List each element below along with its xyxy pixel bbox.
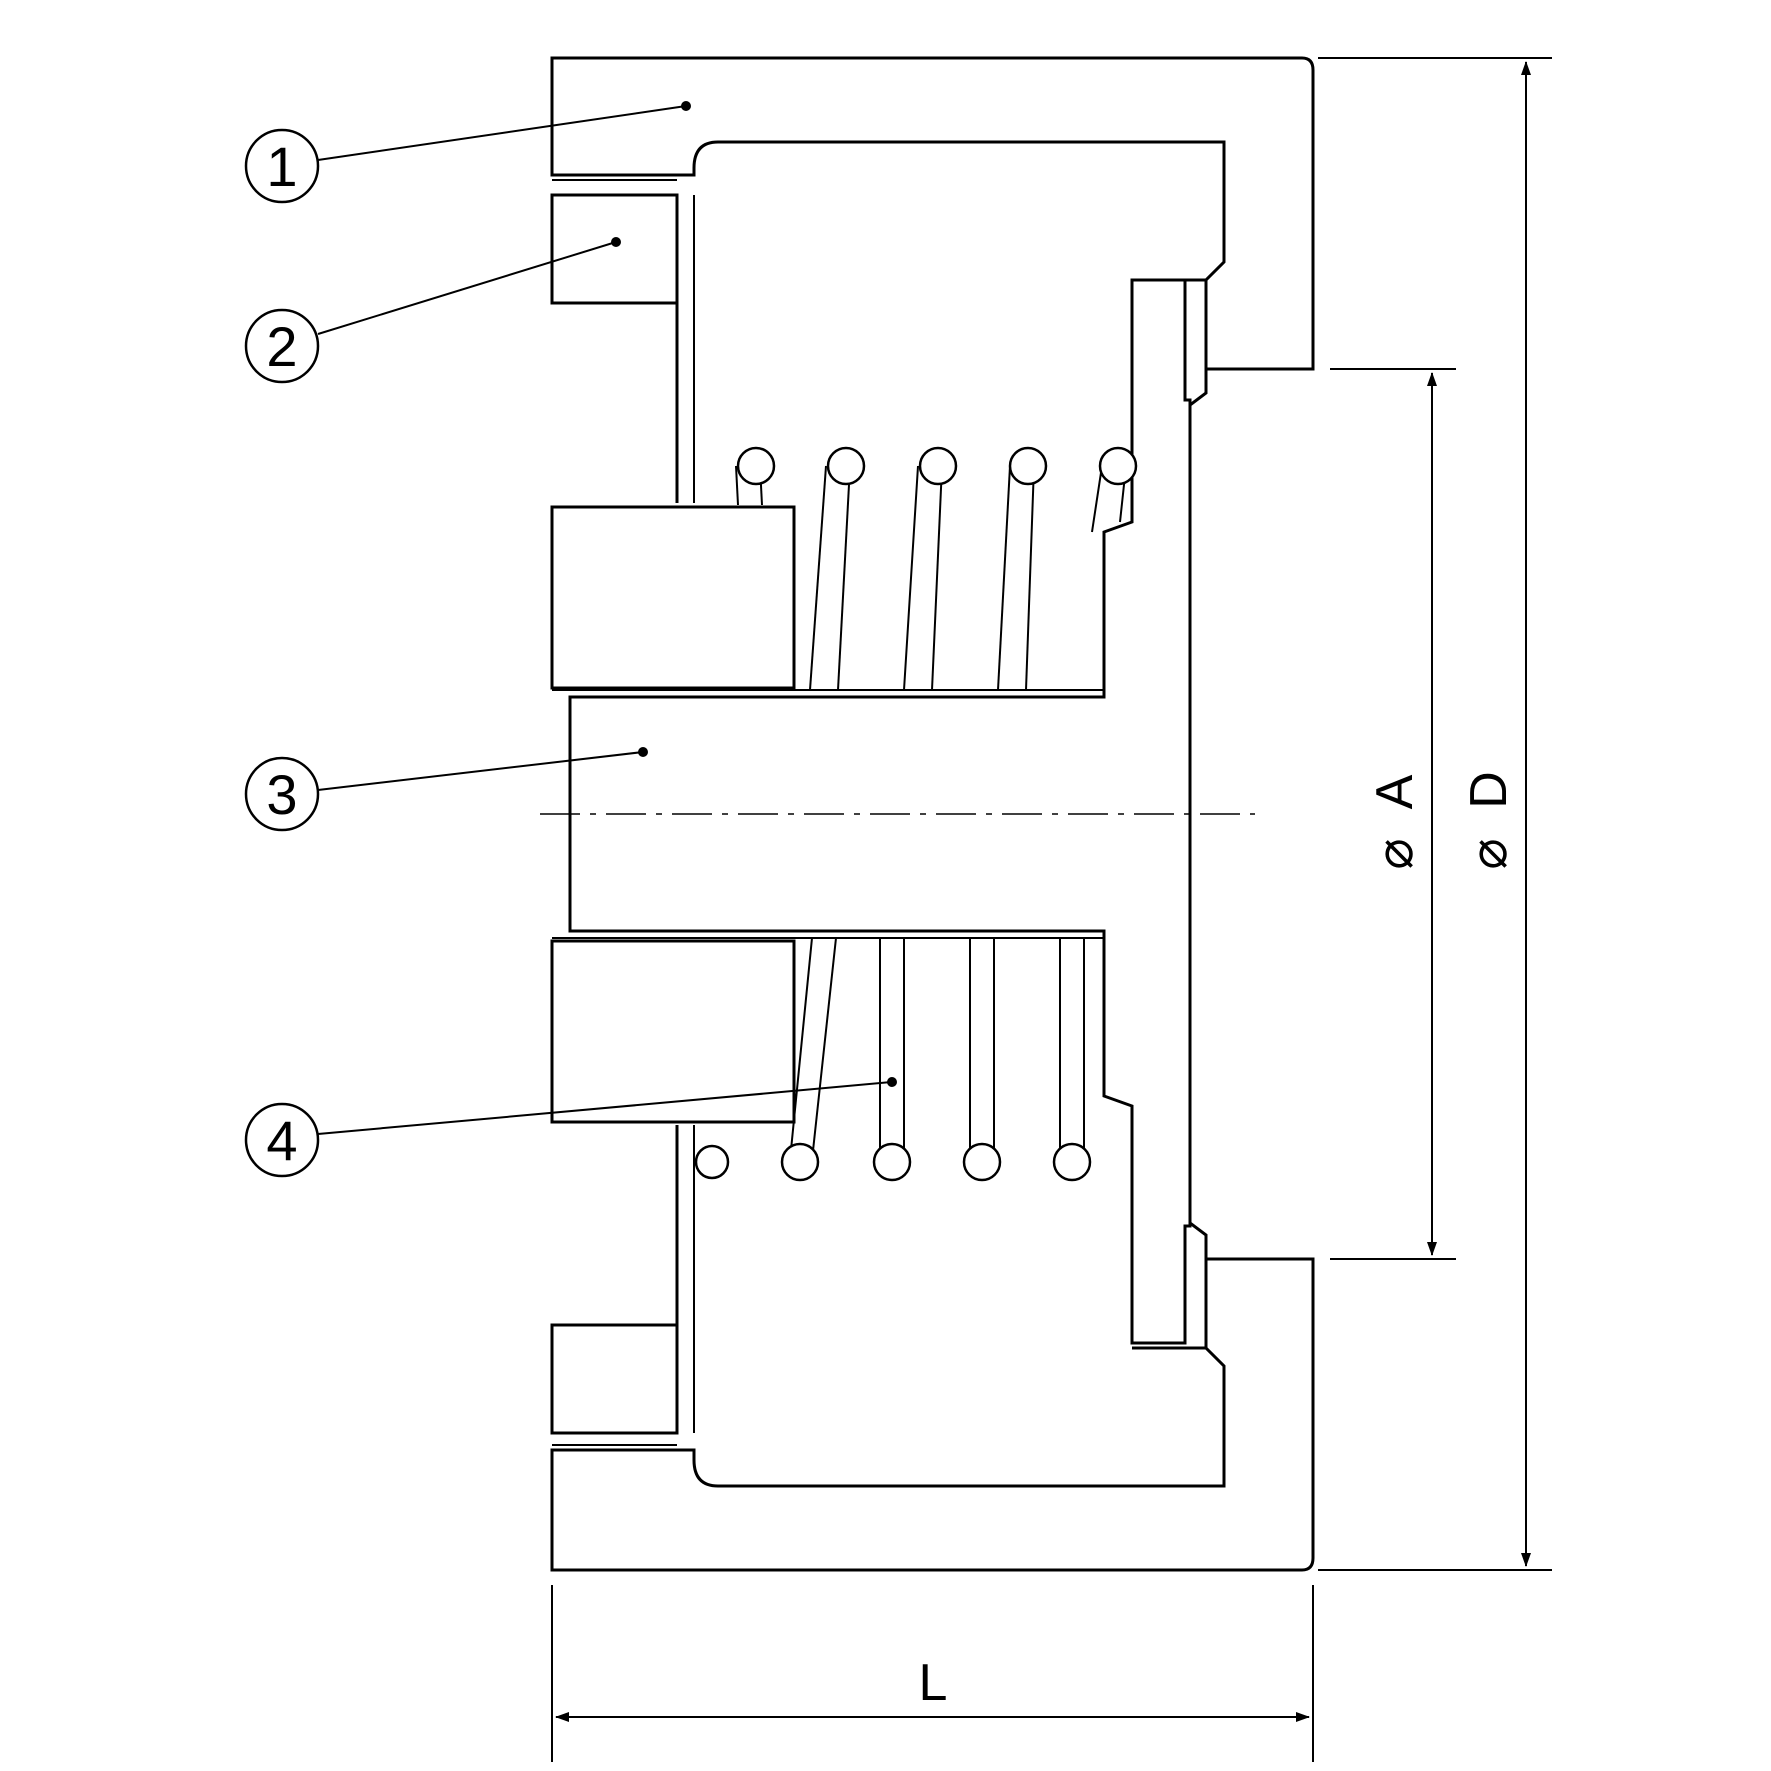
spring-coil [962, 1142, 1002, 1182]
balloon-part-4: 4 [244, 1077, 897, 1178]
balloon-part-2: 2 [244, 237, 621, 384]
svg-text:1: 1 [266, 135, 297, 198]
guide-block-lower [550, 939, 796, 1124]
spring-coil [1008, 446, 1048, 486]
spring-lower [694, 937, 1092, 1182]
spring-upper [735, 446, 1138, 691]
dimension-symbol-a: ⌀ [1366, 838, 1424, 869]
spring-coil [1098, 446, 1138, 486]
spring-coil [1052, 1142, 1092, 1182]
spring-coil [918, 446, 958, 486]
valve-body-section-lower [550, 1257, 1315, 1572]
retainer-ring-upper [550, 193, 679, 305]
svg-text:4: 4 [266, 1109, 297, 1172]
guide-block-upper [550, 505, 796, 690]
spring-coil [736, 446, 776, 486]
valve-disc-stem [568, 278, 1192, 1345]
spring-coil [826, 446, 866, 486]
svg-text:3: 3 [266, 763, 297, 826]
valve-body-section [550, 56, 1315, 371]
svg-text:2: 2 [266, 315, 297, 378]
retainer-ring-lower [550, 1323, 679, 1435]
dimension-symbol-d: ⌀ [1460, 838, 1518, 869]
dimension-label-a: A [1366, 774, 1424, 809]
spring-coil [872, 1142, 912, 1182]
dimension-label-d: D [1460, 771, 1518, 809]
spring-coil [694, 1144, 730, 1180]
balloon-part-3: 3 [244, 747, 648, 832]
spring-coil [780, 1142, 820, 1182]
dimension-label-l: L [919, 1654, 948, 1712]
balloon-part-1: 1 [244, 101, 691, 204]
